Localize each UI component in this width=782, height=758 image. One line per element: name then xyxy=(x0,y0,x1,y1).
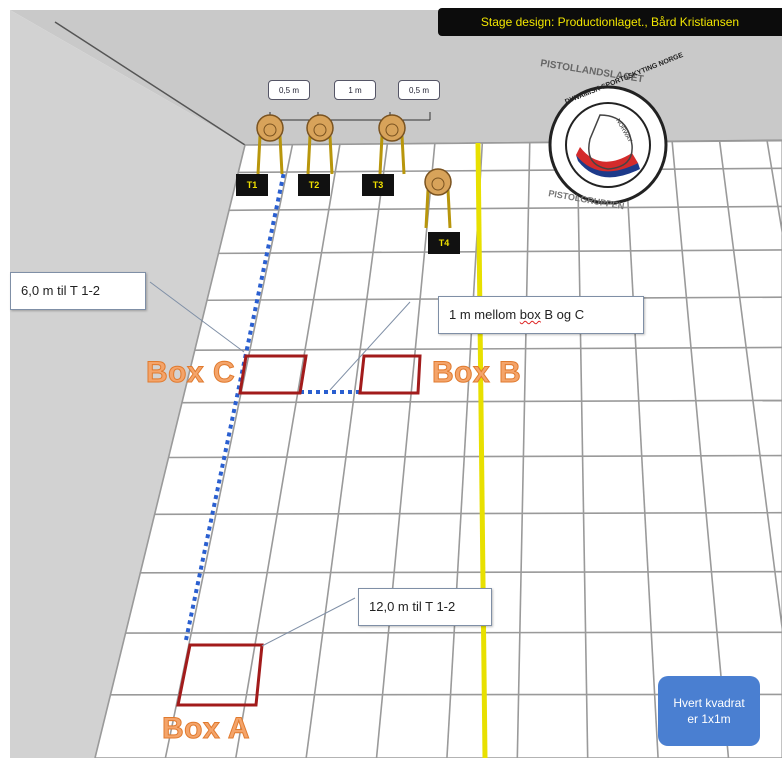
grid-column-line xyxy=(576,142,589,758)
grid-row-line xyxy=(229,205,782,212)
grid-row-line xyxy=(218,249,782,255)
grid-scale-note: Hvert kvadrat er 1x1m xyxy=(658,676,760,746)
spacing-label-t2-t3: 1 m xyxy=(334,80,376,100)
target-tag-t4: T4 xyxy=(428,232,460,254)
box-a-label: Box A xyxy=(161,712,251,746)
box-b-label: Box B xyxy=(431,356,522,390)
target-tag-t2: T2 xyxy=(298,174,330,196)
club-logo xyxy=(548,85,668,205)
grid-row-line xyxy=(154,511,782,516)
target-tag-t1: T1 xyxy=(236,174,268,196)
spacing-label-t1-t2: 0,5 m xyxy=(268,80,310,100)
grid-row-line xyxy=(168,454,782,459)
box-c-outline xyxy=(238,354,308,395)
logo-flag-swoosh-blue xyxy=(576,155,640,178)
grid-column-line xyxy=(516,142,531,758)
box-a-outline xyxy=(176,643,264,707)
grid-row-line xyxy=(238,167,782,174)
wall-corner-edge xyxy=(54,21,246,146)
leader-12m xyxy=(261,597,356,647)
grid-row-line xyxy=(140,570,782,574)
floor-grid xyxy=(94,139,782,758)
box-b-outline xyxy=(358,354,422,395)
callout-box-a-text: 12,0 m til T 1-2 xyxy=(369,599,456,614)
target-tag-t3: T3 xyxy=(362,174,394,196)
logo-bag-outline xyxy=(588,114,633,170)
target-stand-2 xyxy=(306,114,334,175)
callout-box-c-distance: 6,0 m til T 1-2 xyxy=(10,272,146,310)
leader-1m xyxy=(329,301,411,391)
grid-column-line xyxy=(623,141,659,758)
grid-column-line xyxy=(446,143,484,758)
left-wall xyxy=(10,10,245,758)
grid-scale-line2: er 1x1m xyxy=(687,712,731,726)
target-stand-4 xyxy=(424,168,452,229)
grid-column-line xyxy=(671,141,730,758)
grid-scale-line1: Hvert kvadrat xyxy=(673,696,745,710)
grid-column-line xyxy=(375,143,436,758)
callout-box-b-c-gap: 1 m mellom box B og C xyxy=(438,296,644,334)
grid-row-line xyxy=(244,139,782,146)
callout-gap-box-word: box xyxy=(519,307,541,322)
grid-column-line xyxy=(94,144,246,758)
target-stand-3 xyxy=(378,114,406,175)
target-stand-1 xyxy=(256,114,284,175)
grid-column-line xyxy=(718,141,782,634)
grid-column-line xyxy=(234,144,341,758)
callout-gap-suffix: B og C xyxy=(540,307,585,322)
grid-column-line xyxy=(305,143,389,758)
spacing-label-t3-t4: 0,5 m xyxy=(398,80,440,100)
callout-gap-prefix: 1 m mellom xyxy=(449,307,520,322)
box-c-label: Box C xyxy=(145,356,236,390)
grid-row-line xyxy=(194,346,782,352)
center-line xyxy=(475,142,488,758)
stage-credit-banner: Stage design: Productionlaget., Bård Kri… xyxy=(438,8,782,36)
target-stands xyxy=(256,114,452,229)
leader-6m xyxy=(149,281,245,353)
callout-box-c-text: 6,0 m til T 1-2 xyxy=(21,283,100,298)
callout-box-a-distance: 12,0 m til T 1-2 xyxy=(358,588,492,626)
credit-text: Stage design: Productionlaget., Bård Kri… xyxy=(480,15,740,29)
